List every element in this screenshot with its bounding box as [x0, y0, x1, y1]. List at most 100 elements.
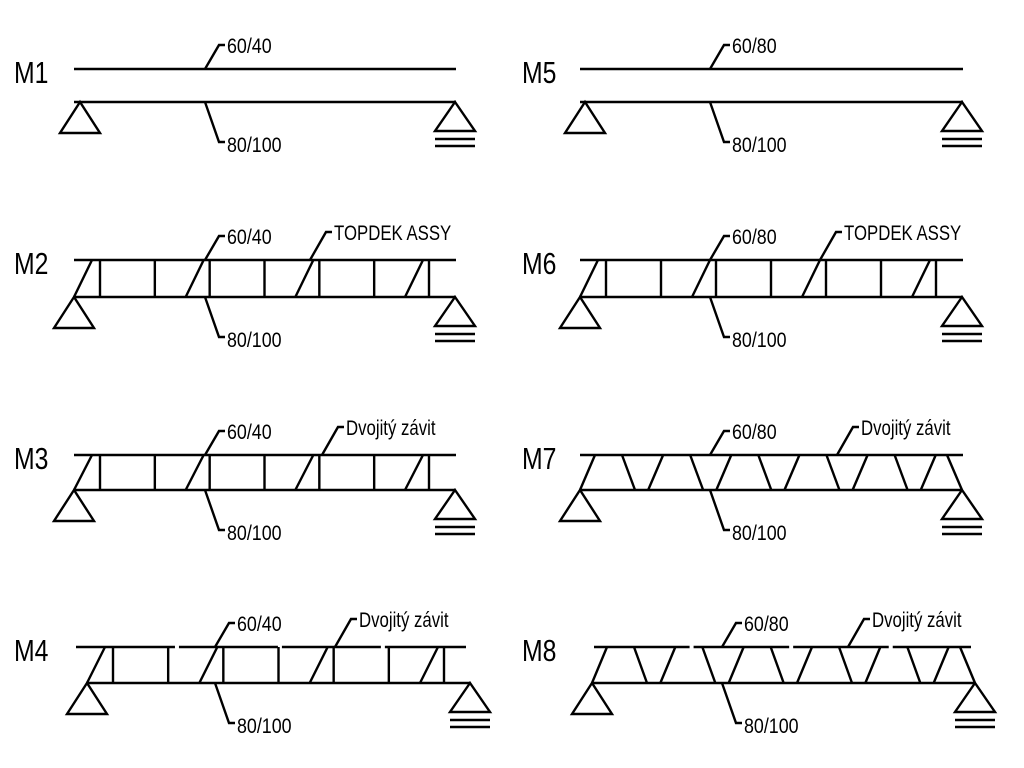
diagonal-brace: [800, 259, 822, 298]
diagonal-brace: [294, 259, 315, 298]
diagonal-brace: [418, 646, 440, 684]
beam-label: M8: [522, 633, 556, 667]
bottom-chord-label: 80/100: [227, 329, 282, 353]
diagonal-web: [958, 646, 977, 684]
diagonal-web: [795, 646, 814, 684]
pinned-support: [557, 294, 603, 330]
roller-support-triangle: [432, 487, 478, 521]
top-chord-annotation: 60/40: [203, 421, 272, 456]
web-annotation: Dvojitý závit: [835, 417, 951, 456]
leader-line: [708, 43, 730, 70]
diagonal-web: [701, 646, 717, 684]
roller-support-triangle: [939, 487, 985, 521]
diagonal-web: [727, 646, 745, 684]
beam-m1: M1 60/40 80/100: [14, 35, 478, 158]
web-annotation: TOPDEK ASSY: [308, 222, 452, 261]
top-chord-label: 60/40: [227, 35, 272, 59]
beam-label: M3: [14, 441, 48, 475]
leader-line: [835, 425, 859, 456]
leader-line: [203, 43, 225, 70]
pinned-support-triangle: [562, 99, 608, 135]
bottom-chord-annotation: 80/100: [708, 489, 787, 545]
bottom-chord-annotation: 80/100: [708, 101, 787, 157]
roller-support: [447, 680, 493, 729]
diagonal-web: [864, 646, 882, 684]
web-annotation: TOPDEK ASSY: [818, 222, 962, 261]
diagonal-web: [945, 454, 964, 491]
top-chord-annotation: 60/80: [720, 613, 789, 648]
beam-label: M5: [522, 55, 556, 89]
web-annotation: Dvojitý závit: [333, 609, 449, 648]
leader-line: [818, 230, 842, 261]
bottom-chord-annotation: 80/100: [203, 489, 282, 546]
pinned-support-triangle: [557, 294, 603, 330]
diagonal-web: [632, 646, 649, 684]
beam-label: M1: [14, 55, 48, 89]
diagonal-web: [647, 454, 665, 491]
pinned-support-triangle: [557, 487, 603, 523]
bottom-chord-annotation: 80/100: [213, 682, 292, 739]
top-chord-label: 60/40: [227, 226, 272, 250]
roller-support: [952, 680, 998, 729]
diagonal-web: [689, 454, 705, 491]
top-chord-annotation: 60/40: [213, 613, 282, 648]
leader-line: [320, 425, 344, 456]
bottom-chord-annotation: 80/100: [203, 296, 282, 353]
roller-support-triangle: [952, 680, 998, 714]
diagonal-web: [837, 646, 854, 684]
leader-line: [708, 429, 730, 456]
roller-support: [432, 294, 478, 343]
leader-line: [708, 101, 730, 144]
leader-line: [720, 621, 742, 648]
diagonal-brace: [690, 259, 712, 298]
leader-line: [213, 682, 235, 725]
pinned-support: [64, 680, 110, 716]
roller-support: [432, 99, 478, 148]
diagonal-brace: [85, 646, 107, 684]
bottom-chord-annotation: 80/100: [708, 296, 787, 353]
leader-line: [333, 617, 357, 648]
leader-line: [203, 234, 225, 261]
diagonal-web: [851, 454, 869, 491]
web-label: TOPDEK ASSY: [334, 222, 452, 245]
diagonal-brace: [72, 259, 94, 298]
bottom-chord-label: 80/100: [227, 522, 282, 546]
web-label: Dvojitý závit: [872, 609, 962, 632]
top-chord-annotation: 60/40: [203, 226, 272, 261]
bottom-chord-label: 80/100: [237, 715, 292, 739]
roller-support-triangle: [939, 294, 985, 328]
pinned-support: [57, 99, 103, 135]
beam-label: M4: [14, 633, 48, 667]
top-chord-label: 60/80: [732, 35, 777, 59]
diagonal-brace: [184, 259, 205, 298]
diagonal-brace: [403, 259, 425, 298]
pinned-support: [51, 294, 97, 330]
leader-line: [203, 101, 225, 144]
roller-support: [939, 99, 985, 148]
roller-support: [939, 294, 985, 343]
leader-line: [203, 429, 225, 456]
web-annotation: Dvojitý závit: [846, 609, 962, 648]
top-chord-annotation: 60/80: [708, 35, 777, 70]
beam-label: M7: [522, 441, 556, 475]
diagonal-brace: [294, 454, 315, 491]
beam-m5: M5 60/80 80/100: [522, 35, 985, 157]
top-chord-label: 60/80: [732, 226, 777, 250]
beam-label: M6: [522, 246, 556, 280]
diagonal-web: [715, 454, 733, 491]
bottom-chord-label: 80/100: [732, 329, 787, 353]
leader-line: [203, 296, 225, 339]
beam-m4: M4 60/40 80/100 Dvojitý závit: [14, 609, 493, 739]
leader-line: [308, 230, 332, 261]
diagonal-web: [659, 646, 677, 684]
top-chord-annotation: 60/40: [203, 35, 272, 70]
pinned-support: [557, 487, 603, 523]
bottom-chord-label: 80/100: [227, 134, 282, 158]
diagonal-brace: [910, 259, 932, 298]
diagonal-brace: [403, 454, 425, 491]
diagonal-brace: [578, 259, 600, 298]
